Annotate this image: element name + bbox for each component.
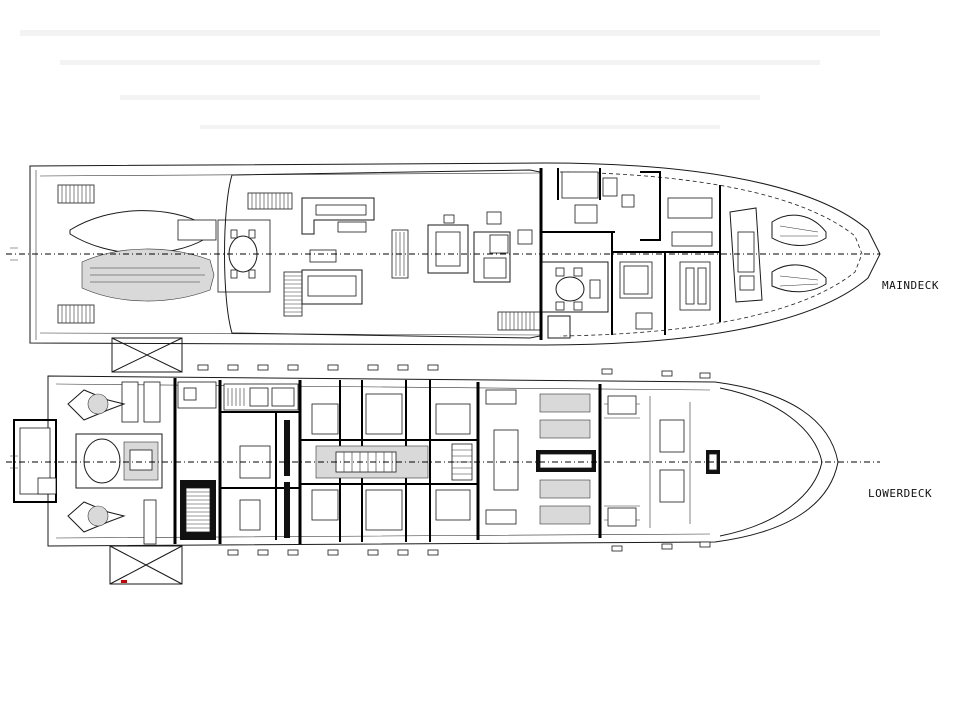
saloon-stairs — [247, 192, 541, 331]
main-deck-bow-dashed — [559, 171, 863, 337]
crew-quarters — [485, 389, 720, 528]
lower-deck-plan — [6, 364, 880, 556]
red-marker — [121, 580, 127, 583]
main-deck-plan — [6, 162, 881, 346]
boarding-platforms — [109, 337, 183, 585]
main-deck-hull — [29, 162, 881, 346]
bow-tenders — [729, 207, 827, 303]
lower-deck-label: LOWERDECK — [868, 487, 933, 500]
portholes-bottom — [227, 541, 711, 556]
stern-stairs — [57, 184, 95, 324]
saloon-outline — [224, 169, 541, 339]
owner-suite — [612, 171, 721, 335]
saloon-dining — [391, 211, 533, 283]
aft-tender — [69, 210, 217, 302]
engine-room — [177, 381, 217, 540]
lower-deck-bulkheads — [173, 378, 602, 544]
main-dining-room — [541, 261, 609, 339]
background-ghost-lines — [20, 30, 880, 129]
garage — [13, 381, 163, 545]
portholes-top — [197, 364, 711, 379]
guest-cabins — [300, 380, 478, 542]
aft-lounge — [217, 219, 271, 293]
main-deck-label: MAINDECK — [882, 279, 939, 292]
lower-deck-hull — [47, 375, 839, 547]
saloon-sofas — [301, 197, 375, 305]
galley — [561, 171, 635, 224]
